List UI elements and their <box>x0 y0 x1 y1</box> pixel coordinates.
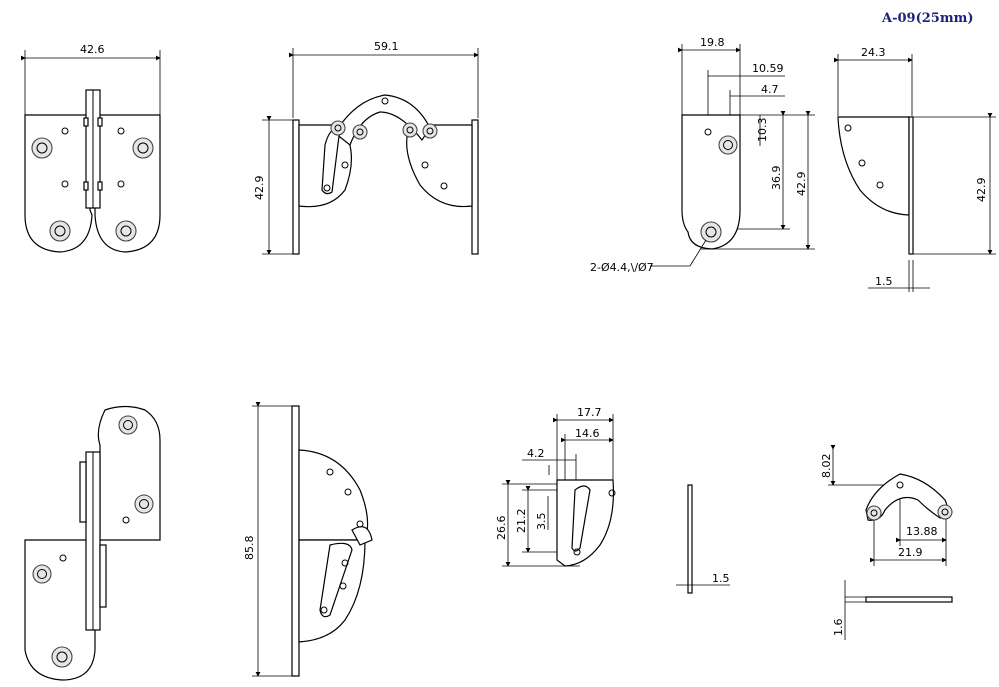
view-side-profile: 19.8 10.59 4.7 10.3 36.9 42.9 2-Ø4.4,\/Ø… <box>590 36 815 274</box>
dim-4-7: 4.7 <box>761 83 779 96</box>
dim-19-8: 19.8 <box>700 36 725 49</box>
drawing-title: A-09(25mm) <box>881 11 973 26</box>
view-arched-link: 8.02 13.88 21.9 1.6 <box>820 445 953 640</box>
dim-8-02: 8.02 <box>820 454 833 479</box>
dim-42-9-profile: 42.9 <box>795 172 808 197</box>
view-slotted-plate: 17.7 14.6 4.2 26.6 21.2 3.5 <box>495 406 616 567</box>
view-end: 24.3 42.9 1.5 <box>834 46 996 292</box>
dim-36-9: 36.9 <box>770 166 783 191</box>
dim-24-3: 24.3 <box>861 46 886 59</box>
dim-14-6: 14.6 <box>575 427 600 440</box>
dim-4-2: 4.2 <box>527 447 545 460</box>
dim-85-8: 85.8 <box>243 536 256 561</box>
view-plate-edge: 1.5 <box>676 484 730 594</box>
view-side-folded: 85.8 <box>243 402 373 677</box>
dim-13-88: 13.88 <box>906 525 938 538</box>
dim-1-6: 1.6 <box>832 619 845 637</box>
dim-26-6: 26.6 <box>495 516 508 541</box>
view-front-flat: 42.6 <box>21 43 161 253</box>
dim-17-7: 17.7 <box>577 406 602 419</box>
view-side-open: 59.1 42.9 <box>253 40 479 255</box>
dim-59-1: 59.1 <box>374 40 399 53</box>
dim-42-9-end: 42.9 <box>975 178 988 203</box>
dim-3-5: 3.5 <box>535 513 548 531</box>
dim-21-9: 21.9 <box>898 546 923 559</box>
dim-1-5-edge: 1.5 <box>712 572 730 585</box>
dim-1-5-end: 1.5 <box>875 275 893 288</box>
dim-42-6: 42.6 <box>80 43 105 56</box>
dim-10-59: 10.59 <box>752 62 784 75</box>
view-front-folded <box>24 405 161 681</box>
hole-callout: 2-Ø4.4,\/Ø7 <box>590 261 654 274</box>
dim-42-9-side: 42.9 <box>253 176 266 201</box>
dim-10-3: 10.3 <box>756 118 769 143</box>
dim-21-2: 21.2 <box>515 509 528 534</box>
